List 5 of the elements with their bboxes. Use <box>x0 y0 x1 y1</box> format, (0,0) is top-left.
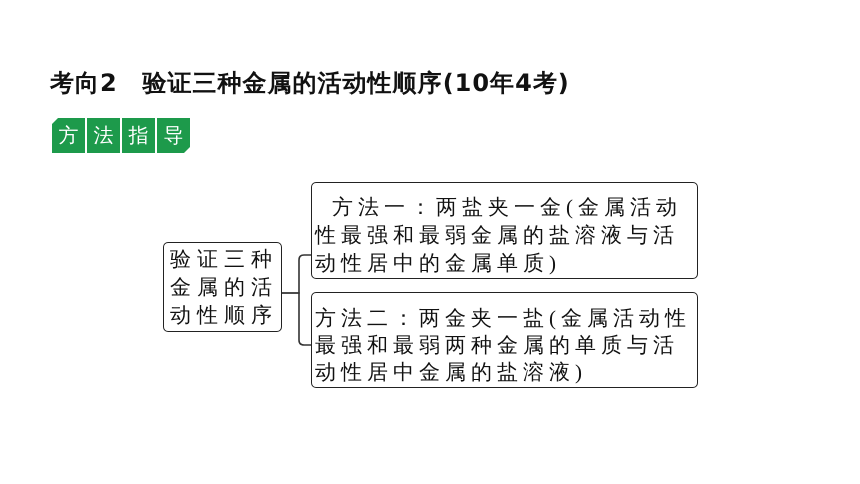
method-box: 方法二：两金夹一盐(金属活动性最强和最弱两种金属的单质与活动性居中金属的盐溶液) <box>311 292 698 388</box>
method-box: 方法一：两盐夹一金(金属活动性最强和最弱金属的盐溶液与活动性居中的金属单质) <box>311 182 698 279</box>
title: 考向2 验证三种金属的活动性顺序(10年4考) <box>50 68 570 98</box>
section-badge: 方法指导 <box>52 118 190 153</box>
topic-box: 验证三种金属的活动性顺序 <box>163 242 282 332</box>
